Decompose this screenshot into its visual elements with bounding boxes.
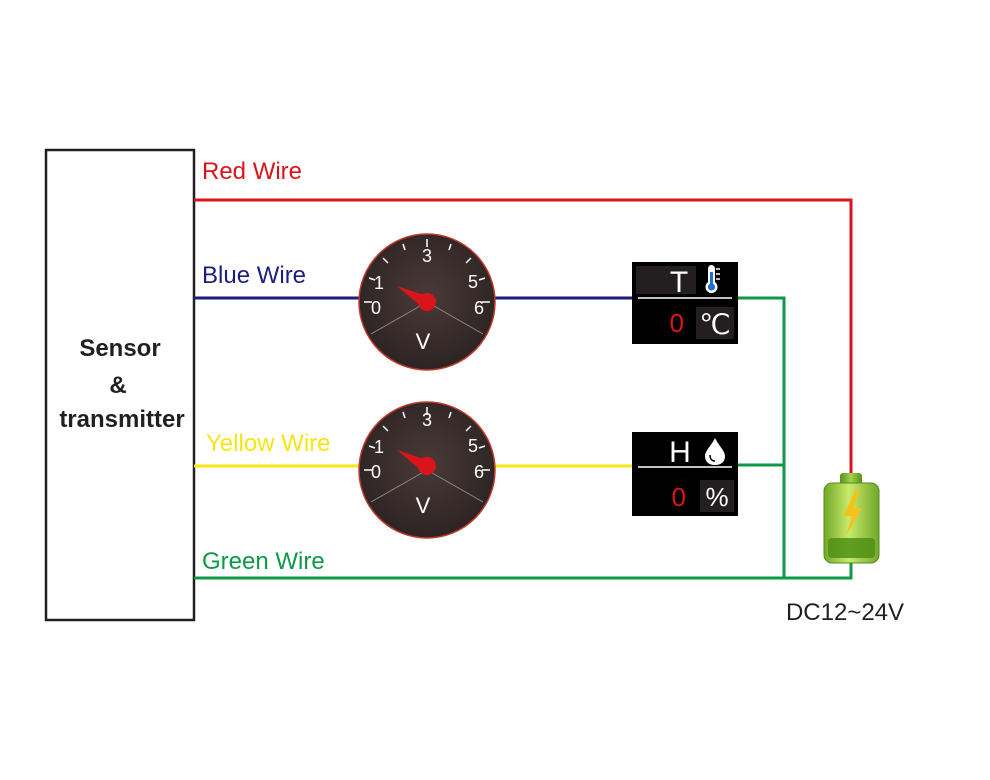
yellow-wire: Yellow Wire — [194, 430, 634, 468]
red-wire-label: Red Wire — [202, 158, 302, 185]
gauge-tick-0: 0 — [371, 298, 381, 318]
temperature-unit: ℃ — [699, 309, 730, 340]
gauge-tick-0: 0 — [371, 462, 381, 482]
yellow-wire-label: Yellow Wire — [206, 430, 331, 457]
green-wire-label: Green Wire — [202, 548, 325, 575]
gauge-tick-6: 6 — [474, 298, 484, 318]
humidity-display: H 0 % — [632, 432, 738, 516]
temperature-display: T 0 ℃ — [632, 262, 738, 344]
voltmeter-gauge-yellow: 0 1 3 5 6 V — [358, 401, 496, 539]
sensor-label-line1: Sensor — [79, 335, 160, 362]
temperature-value: 0 — [670, 308, 684, 338]
sensor-label-line2: & — [109, 372, 126, 399]
humidity-value: 0 — [672, 482, 686, 512]
gauge-unit-label: V — [416, 493, 431, 518]
battery-icon — [823, 473, 880, 564]
gauge-unit-label: V — [416, 329, 431, 354]
gauge-tick-5: 5 — [468, 272, 478, 292]
gauge-tick-1: 1 — [374, 273, 384, 293]
temperature-header: T — [670, 266, 688, 299]
gauge-tick-3: 3 — [422, 410, 432, 430]
red-wire: Red Wire — [194, 158, 853, 476]
gauge-tick-6: 6 — [474, 462, 484, 482]
green-wire: Green Wire — [194, 296, 853, 580]
lightning-bolt-icon — [843, 490, 862, 536]
power-supply-label: DC12~24V — [786, 599, 904, 626]
sensor-transmitter-box: Sensor & transmitter — [44, 148, 196, 622]
blue-wire: Blue Wire — [194, 262, 634, 300]
gauge-tick-1: 1 — [374, 437, 384, 457]
gauge-tick-5: 5 — [468, 436, 478, 456]
humidity-header: H — [669, 436, 691, 469]
blue-wire-label: Blue Wire — [202, 262, 306, 289]
gauge-tick-3: 3 — [422, 246, 432, 266]
thermometer-icon — [705, 265, 720, 293]
voltmeter-gauge-blue: 0 1 3 5 6 V — [358, 233, 496, 371]
gauge-pivot — [418, 293, 436, 311]
gauge-pivot — [418, 457, 436, 475]
humidity-unit: % — [705, 482, 728, 512]
sensor-label-line3: transmitter — [59, 406, 184, 433]
water-drop-icon — [705, 438, 725, 465]
